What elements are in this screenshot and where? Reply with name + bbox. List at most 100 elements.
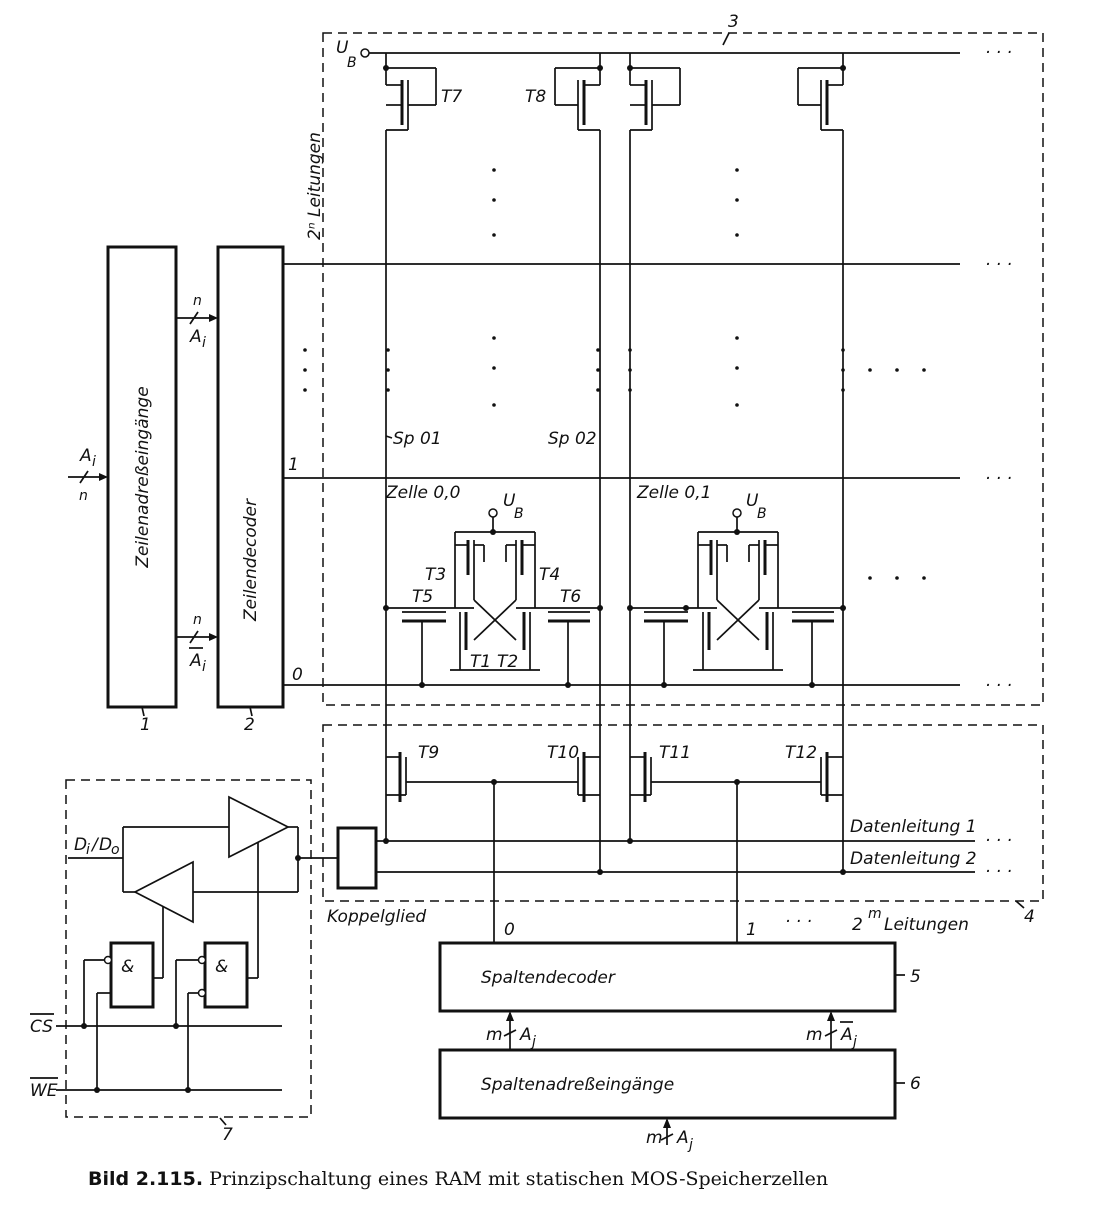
svg-text:&: &: [121, 957, 134, 977]
we-line: [56, 1087, 282, 1093]
svg-text:j: j: [530, 1034, 536, 1050]
svg-text:U: U: [746, 491, 759, 511]
svg-text:n: n: [193, 293, 202, 309]
row-line-0-label: 0: [292, 665, 303, 685]
ref-number-3: 3: [728, 12, 739, 32]
row-address-inputs-label: Zeilenadreßeingänge: [133, 386, 153, 568]
svg-text:· · ·: · · ·: [985, 862, 1012, 882]
t7-label: T7: [441, 87, 462, 107]
and-gate-write: &: [175, 941, 258, 1090]
ref-number-7: 7: [222, 1125, 233, 1145]
ai-bus-arrow: n A i: [176, 293, 218, 351]
svg-text:· · ·: · · ·: [985, 676, 1012, 696]
load-transistor-t7: [383, 65, 437, 143]
column-address-inputs-block: Spaltenadreßeingänge: [438, 1048, 897, 1120]
svg-text:· · ·: · · ·: [985, 831, 1012, 851]
svg-text:i: i: [202, 335, 206, 351]
column-select-t9: [386, 752, 494, 802]
we-label: WE: [30, 1081, 58, 1101]
svg-text:A: A: [676, 1128, 689, 1148]
svg-text:i: i: [92, 454, 96, 470]
svg-text:o: o: [111, 842, 120, 858]
svg-text:· · ·: · · ·: [985, 43, 1012, 63]
io-wiring: [68, 826, 301, 978]
load-transistor-t8: [554, 65, 603, 143]
column-select-t10: [494, 752, 600, 802]
row-decoder-block: Zeilendecoder: [216, 245, 285, 709]
row-addr-input-name: A: [79, 446, 92, 466]
load-transistor-col4: [797, 65, 846, 143]
svg-text:m: m: [486, 1025, 503, 1045]
svg-text:B: B: [757, 506, 767, 522]
svg-text:B: B: [514, 506, 524, 522]
svg-text:n: n: [193, 612, 202, 628]
t4-label: T4: [539, 565, 560, 585]
t1-label: T1: [470, 652, 491, 672]
caption-text: Prinzipschaltung eines RAM mit statische…: [209, 1168, 829, 1190]
svg-text:· · ·: · · ·: [785, 912, 812, 932]
ref-number-2: 2: [244, 715, 255, 735]
svg-text:0: 0: [504, 920, 515, 940]
data-line-2-label: Datenleitung 2: [850, 849, 977, 869]
svg-text:Leitungen: Leitungen: [884, 915, 969, 935]
t12-label: T12: [785, 743, 817, 763]
row-address-input-arrow: A i n: [68, 446, 108, 504]
svg-text:A: A: [189, 651, 202, 671]
t11-label: T11: [659, 743, 691, 763]
svg-text:j: j: [851, 1034, 857, 1050]
ref-number-5: 5: [910, 967, 921, 987]
memory-cell-00: U B: [383, 491, 603, 688]
coupling-element-label: Koppelglied: [327, 907, 426, 927]
column-sp01-label: Sp 01: [393, 429, 442, 449]
caption-number: Bild 2.115.: [88, 1168, 204, 1190]
cell-00-label: Zelle 0,0: [385, 483, 460, 503]
ref-number-4: 4: [1024, 907, 1035, 927]
and-gate-read: &: [83, 941, 163, 1090]
svg-text:D: D: [99, 835, 112, 855]
memory-cell-01: U B: [627, 491, 846, 688]
svg-text:m: m: [806, 1025, 823, 1045]
svg-text:· · ·: · · ·: [985, 469, 1012, 489]
column-selector-frame: [322, 724, 1044, 902]
row-lines-count-label: 2ⁿ Leitungen: [305, 132, 325, 240]
svg-text:A: A: [519, 1025, 532, 1045]
svg-text:U: U: [336, 38, 349, 58]
column-address-inputs-label: Spaltenadreßeingänge: [481, 1075, 674, 1095]
row-line-1-label: 1: [288, 455, 299, 475]
data-line-1-label: Datenleitung 1: [850, 817, 977, 837]
column-decoder-block: Spaltendecoder: [438, 941, 897, 1013]
column-decoder-label: Spaltendecoder: [481, 968, 616, 988]
t6-label: T6: [560, 587, 581, 607]
svg-text:m: m: [646, 1128, 663, 1148]
column-select-t12: [737, 752, 843, 802]
load-transistor-col3: [627, 65, 681, 143]
ref-number-1: 1: [140, 715, 151, 735]
cs-line: [56, 1023, 282, 1029]
ai-negated-bus-arrow: n A i: [176, 612, 218, 675]
io-logic-frame: [65, 779, 312, 1118]
ref-number-6: 6: [910, 1074, 921, 1094]
read-amplifier: [133, 860, 194, 924]
svg-text:U: U: [503, 491, 516, 511]
coupling-element: [298, 826, 386, 890]
col-lines-label: 2: [852, 915, 863, 935]
svg-text:i: i: [86, 842, 90, 858]
column-select-t11: [630, 752, 737, 802]
svg-text:i: i: [202, 659, 206, 675]
data-io-label: D: [74, 835, 87, 855]
t2-label: T2: [497, 652, 518, 672]
cs-label: CS: [30, 1017, 53, 1037]
svg-text:1: 1: [746, 920, 757, 940]
svg-text:/: /: [90, 835, 100, 855]
aj-bus-arrow: m A j: [486, 1011, 536, 1050]
t9-label: T9: [418, 743, 439, 763]
t8-label: T8: [525, 87, 546, 107]
t3-label: T3: [425, 565, 446, 585]
memory-array-frame: [322, 32, 1044, 706]
aj-negated-bus-arrow: m A j: [806, 1011, 857, 1050]
continuation-dots: [303, 168, 926, 580]
row-address-inputs-block: Zeilenadreßeingänge: [106, 245, 178, 709]
svg-text:A: A: [840, 1025, 853, 1045]
t10-label: T10: [547, 743, 579, 763]
